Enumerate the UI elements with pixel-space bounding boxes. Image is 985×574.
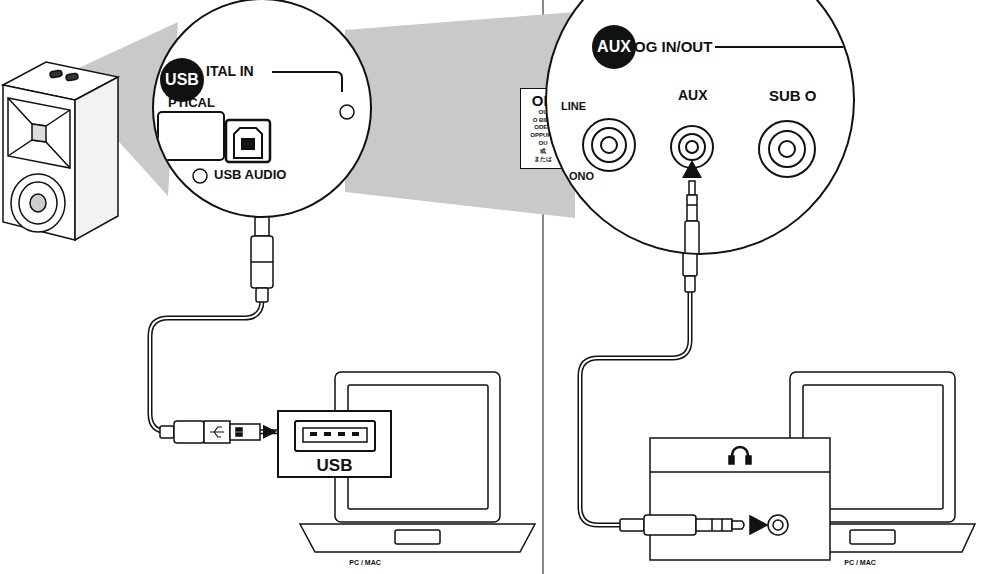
drawing-part: [773, 520, 783, 530]
usb-b-plug: [251, 214, 273, 302]
drawing-part: [696, 519, 732, 531]
drawing-part: [324, 432, 331, 436]
drawing-part: [8, 98, 70, 126]
drawing-part: [303, 428, 367, 442]
drawing-part: [850, 530, 895, 544]
drawing-part: [3, 85, 75, 240]
usb-cable: [150, 218, 277, 432]
drawing-part: [272, 72, 342, 92]
drawing-part: [210, 427, 224, 437]
part-label: USB: [279, 457, 390, 474]
drawing-part: [160, 426, 174, 438]
drawing-part: [685, 221, 699, 255]
drawing-part: [601, 137, 617, 153]
magnifier-circle: OG IN/OUT LINE AUX SUB O ONO AUX: [545, 0, 855, 255]
magnifier-band: [345, 12, 575, 218]
part-label: AUX: [678, 88, 708, 102]
drawing-part: [256, 288, 268, 302]
drawing-part: [583, 119, 635, 171]
drawing-part: [226, 120, 270, 162]
badge-circle: USB: [160, 58, 204, 102]
part-label: LINE: [561, 101, 586, 112]
drawing-part: [768, 515, 788, 535]
drawing-part: [689, 181, 695, 195]
part-detail: [154, 0, 372, 218]
drawing-part: [769, 131, 805, 167]
part-label: ONO: [569, 171, 594, 182]
drawing-part: [650, 438, 830, 560]
drawing-part: [158, 112, 224, 160]
drawing-part: [150, 218, 277, 432]
drawing-part: [687, 204, 697, 206]
drawing-part: [8, 140, 70, 168]
drawing-part: [236, 433, 242, 436]
part-label: ITAL IN: [206, 64, 254, 78]
drawing-part: [295, 421, 375, 451]
drawing-part: [174, 421, 204, 443]
drawing-part: [750, 516, 767, 534]
magnifier-circle: ITAL INPTICALUSB AUDIOUSB: [152, 0, 372, 218]
drawing-part: [193, 169, 207, 183]
drawing-part: [19, 182, 57, 224]
drawing-part: [620, 519, 644, 531]
drawing-part: [592, 128, 626, 162]
drawing-part: [352, 432, 359, 436]
drawing-part: [650, 471, 830, 473]
drawing-part: [234, 128, 262, 158]
drawing-part: [310, 432, 317, 436]
part-label: AUX: [597, 39, 631, 55]
drawing-part: [580, 290, 690, 525]
drawing-part: [644, 515, 696, 535]
drawing-part: [8, 98, 70, 168]
drawing-part: [251, 261, 273, 263]
drawing-part: [50, 70, 63, 78]
aux-cable: [580, 240, 767, 535]
drawing-part: [236, 428, 242, 431]
drawing-part: [679, 134, 705, 160]
drawing-part: [204, 421, 230, 443]
drawing-part: [30, 194, 46, 212]
drawing-part: [686, 141, 698, 153]
drawing-part: [300, 524, 535, 552]
device-label: PC / MAC: [844, 559, 876, 566]
badge-circle: AUX: [592, 25, 636, 69]
drawing-part: [241, 138, 255, 150]
drawing-part: [732, 521, 744, 529]
drawing-part: [759, 121, 815, 177]
drawing-part: [251, 236, 273, 288]
drawing-part: [11, 174, 65, 232]
drawing-part: [685, 276, 695, 292]
drawing-part: [580, 290, 690, 525]
drawing-part: [721, 519, 723, 531]
drawing-part: [230, 424, 260, 440]
drawing-part: [75, 77, 118, 240]
usb-port-box: USB: [277, 410, 392, 478]
drawing-part: [715, 46, 845, 48]
drawing-part: [340, 105, 354, 119]
usb-a-plug: [160, 421, 260, 443]
device-label: PC / MAC: [349, 559, 381, 566]
drawing-part: [150, 218, 277, 432]
drawing-part: [682, 160, 702, 178]
part-label: SUB O: [769, 88, 817, 103]
drawing-part: [746, 456, 751, 464]
drawing-part: [395, 530, 440, 544]
drawing-part: [66, 73, 79, 81]
drawing-part: [687, 195, 697, 221]
part-label: USB AUDIO: [214, 168, 286, 181]
drawing-part: [711, 519, 713, 531]
headphone-jack-panel: [650, 438, 830, 560]
speaker: [3, 62, 118, 240]
drawing-part: [150, 218, 277, 432]
drawing-part: [338, 432, 345, 436]
part-label: OG IN/OUT: [634, 39, 712, 54]
drawing-part: [32, 124, 46, 142]
drawing-part: [779, 141, 795, 157]
part-label: USB: [165, 72, 199, 88]
drawing-part: [729, 456, 734, 464]
